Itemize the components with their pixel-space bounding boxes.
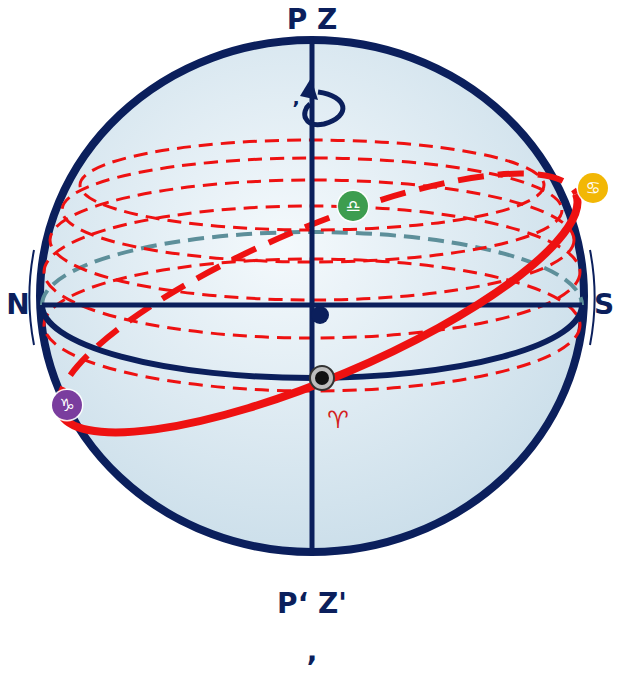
axis-label: ,: [307, 638, 318, 666]
polar-axis: [310, 42, 315, 550]
axis-label: P Z: [287, 6, 338, 34]
axis-label: ’: [292, 98, 300, 118]
equinox-point: [315, 371, 329, 385]
centre-dot: [311, 306, 329, 324]
rim-arc: [29, 250, 34, 345]
equinox-point: [310, 366, 334, 390]
axis-label: N: [6, 291, 29, 319]
cancer-marker: ♋: [578, 173, 608, 203]
zodiac-symbol: ♋: [585, 180, 600, 197]
zodiac-symbol: ♎: [345, 198, 360, 215]
sphere-outline: [40, 40, 584, 552]
axis-label: S: [594, 291, 614, 319]
libra-marker: ♎: [338, 191, 368, 221]
axis-label: P‘ Z': [277, 590, 347, 618]
zodiac-symbol: ♑: [59, 397, 74, 414]
zodiac-symbol: ♈: [327, 408, 349, 432]
capricorn-marker: ♑: [52, 390, 82, 420]
ecliptic-front: [60, 194, 577, 432]
arrow-head: [300, 78, 318, 100]
